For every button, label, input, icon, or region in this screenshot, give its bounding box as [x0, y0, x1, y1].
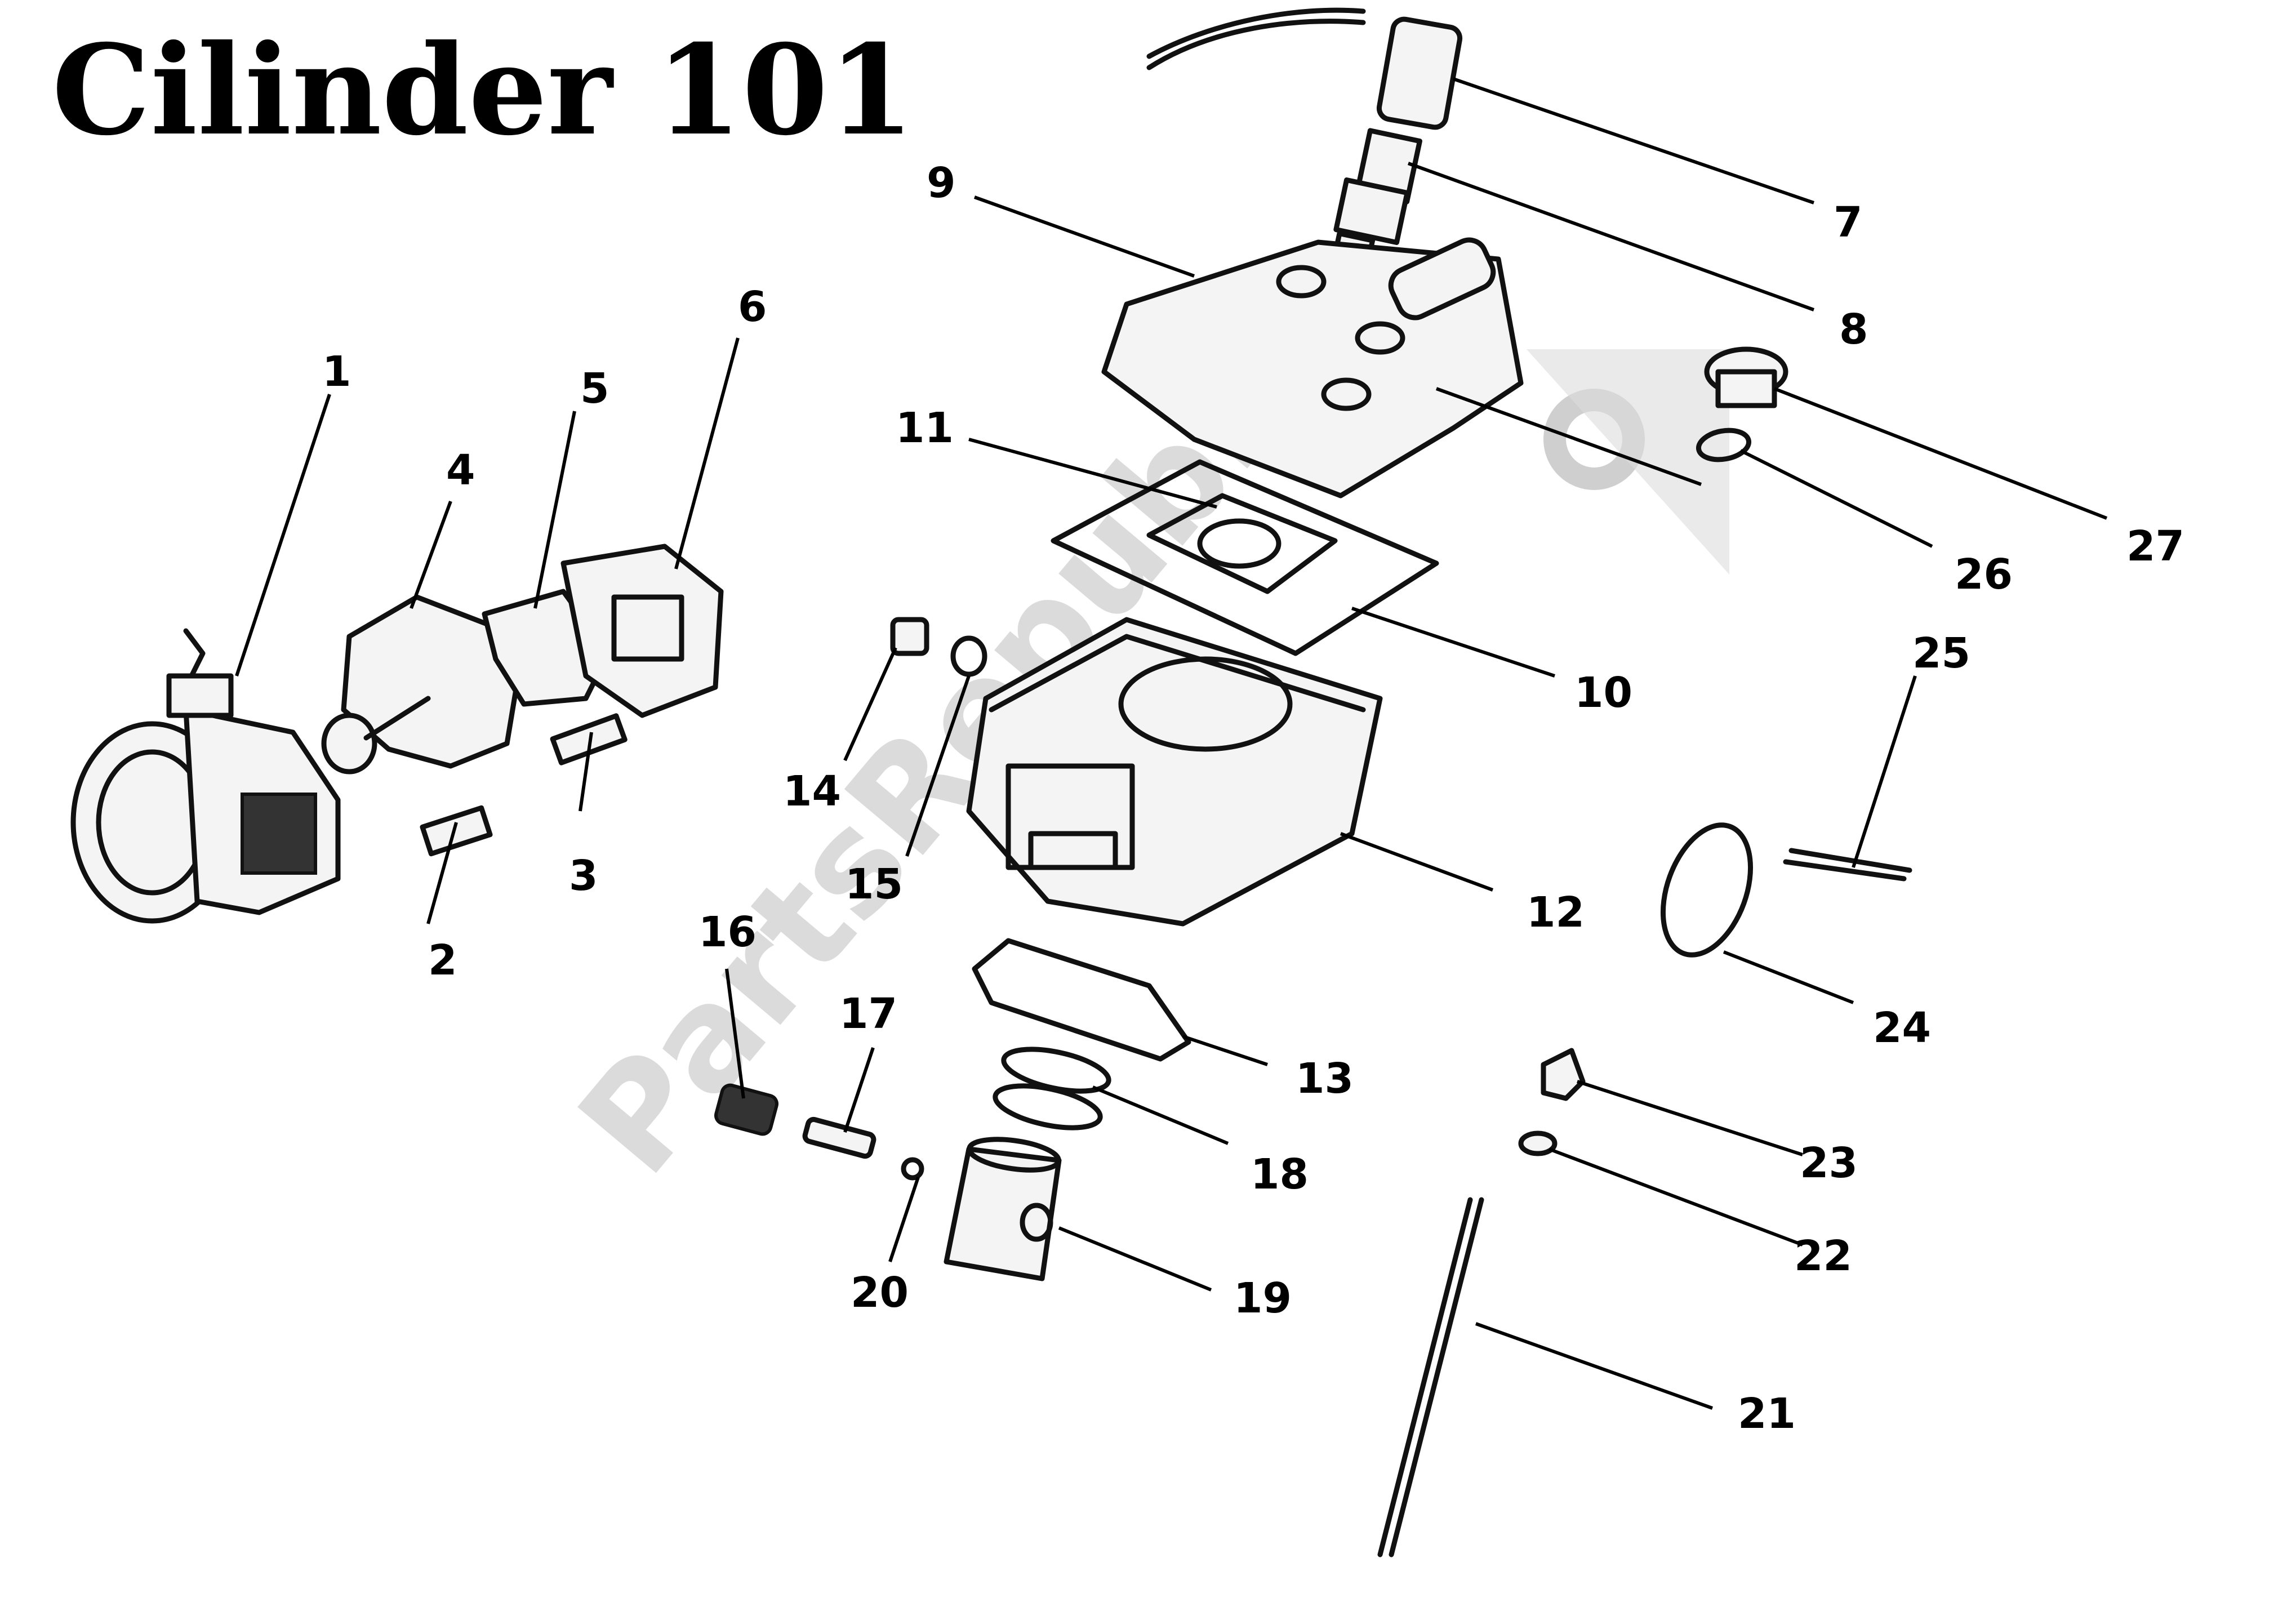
- base-gasket: [972, 938, 1191, 1062]
- nut: [1541, 1048, 1586, 1101]
- part-number-9: 9: [927, 159, 956, 207]
- part-number-4: 4: [446, 446, 475, 495]
- needle-bearing: [714, 1083, 778, 1136]
- part-number-18: 18: [1251, 1150, 1309, 1199]
- o-ring: [1660, 822, 1754, 958]
- part-number-22: 22: [1794, 1232, 1852, 1280]
- washer: [950, 635, 987, 677]
- part-number-17: 17: [839, 990, 897, 1038]
- piston-pin: [802, 1116, 876, 1159]
- part-numbers: 1 2 3 4 5 6 7 8 9 10 11 12 13 14 15 16 1…: [322, 159, 2184, 1438]
- bolt-small: [420, 805, 493, 857]
- intake-manifold: [321, 594, 521, 774]
- part-number-21: 21: [1738, 1390, 1796, 1438]
- part-number-3: 3: [569, 852, 598, 900]
- cylinder-block: [966, 617, 1383, 927]
- head-gasket-inner: [1146, 493, 1338, 594]
- part-number-7: 7: [1834, 198, 1863, 247]
- part-number-8: 8: [1839, 305, 1868, 354]
- stud-bolt: [890, 617, 929, 656]
- page-title: Cilinder 101: [52, 17, 915, 163]
- long-stud: [1377, 1197, 1484, 1557]
- part-number-12: 12: [1527, 888, 1585, 937]
- part-number-1: 1: [322, 348, 351, 396]
- part-number-19: 19: [1234, 1274, 1292, 1323]
- part-number-2: 2: [428, 936, 457, 985]
- part-number-5: 5: [580, 364, 609, 413]
- leader-lines: [235, 77, 2108, 1410]
- part-number-25: 25: [1912, 629, 1970, 678]
- part-number-15: 15: [845, 860, 903, 909]
- part-number-16: 16: [698, 908, 757, 956]
- circlip: [901, 1157, 924, 1181]
- part-number-11: 11: [896, 404, 954, 452]
- part-number-6: 6: [738, 283, 767, 331]
- carburettor: [70, 628, 341, 924]
- washer-small: [1518, 1130, 1558, 1156]
- part-number-27: 27: [2126, 522, 2184, 571]
- cylinder-head: [1101, 237, 1524, 498]
- watermark-gear-icon: [1527, 349, 1729, 575]
- bolt-medium: [550, 713, 628, 765]
- part-number-26: 26: [1955, 550, 2013, 599]
- spark-plug-cap: [1146, 7, 1463, 130]
- part-number-20: 20: [851, 1268, 909, 1317]
- wire-clip: [1783, 848, 1912, 882]
- part-number-13: 13: [1296, 1054, 1354, 1103]
- sealing-washer: [1696, 428, 1752, 462]
- part-number-24: 24: [1873, 1004, 1931, 1052]
- piston: [944, 1137, 1062, 1281]
- part-number-10: 10: [1574, 669, 1632, 717]
- piston-rings: [993, 1047, 1111, 1130]
- part-number-23: 23: [1800, 1139, 1858, 1187]
- filler-plug: [1704, 346, 1788, 408]
- reed-valve-block: [560, 544, 724, 718]
- part-number-14: 14: [783, 767, 841, 816]
